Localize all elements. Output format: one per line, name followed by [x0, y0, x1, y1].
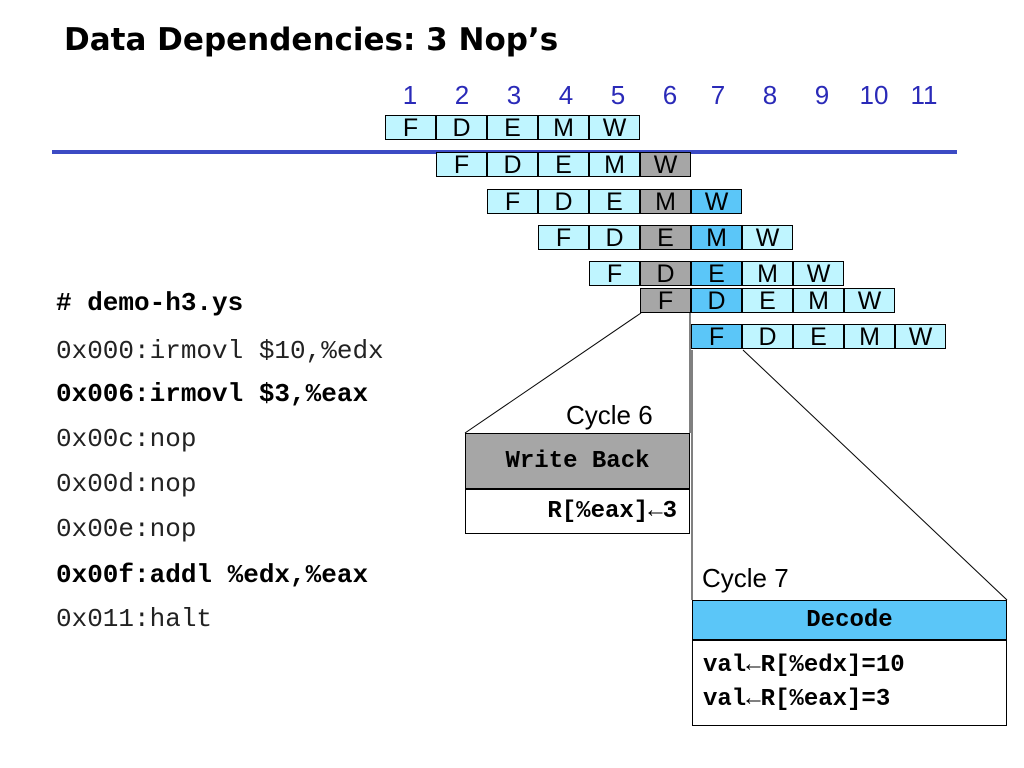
pipeline-stage-cell: W	[691, 189, 742, 215]
pipeline-stage-cell: M	[640, 189, 691, 215]
pipeline-stage-cell: F	[640, 288, 691, 314]
pipeline-stage-cell: F	[385, 115, 436, 141]
pipeline-stage-cell: F	[436, 152, 487, 178]
code-line: 0x006:irmovl $3,%eax	[56, 379, 369, 409]
pipeline-stage-cell: M	[742, 261, 793, 287]
pipeline-stage-cell: M	[589, 152, 640, 178]
cycle7-label: Cycle 7	[702, 563, 789, 593]
pipeline-stage-cell: F	[538, 225, 589, 251]
pipeline-stage-cell: D	[538, 189, 589, 215]
pipeline-stage-cell: E	[640, 225, 691, 251]
code-line: 0x00f:addl %edx,%eax	[56, 560, 369, 590]
code-line: 0x011:halt	[56, 604, 213, 634]
pipeline-stage-cell: D	[487, 152, 538, 178]
cycle6-stage-header: Write Back	[465, 433, 690, 489]
pipeline-stage-cell: D	[436, 115, 487, 141]
cycle6-stage-body: R[%eax]←3	[465, 489, 690, 534]
code-line: 0x00e:nop	[56, 514, 197, 544]
cycle-number: 6	[662, 80, 678, 110]
cycle6-label: Cycle 6	[566, 400, 653, 430]
cycle-number: 11	[910, 80, 938, 110]
cycle-number: 2	[454, 80, 470, 110]
cycle7-body-line: val←R[%eax]=3	[703, 686, 891, 713]
pipeline-stage-cell: W	[640, 152, 691, 178]
cycle-number: 1	[402, 80, 418, 110]
pipeline-stage-cell: W	[895, 324, 946, 350]
pipeline-stage-cell: E	[487, 115, 538, 141]
pipeline-stage-cell: W	[844, 288, 895, 314]
pipeline-stage-cell: F	[589, 261, 640, 287]
pipeline-stage-cell: M	[538, 115, 589, 141]
pipeline-stage-cell: F	[487, 189, 538, 215]
cycle-number: 9	[814, 80, 830, 110]
pipeline-stage-cell: D	[640, 261, 691, 287]
pipeline-stage-cell: E	[742, 288, 793, 314]
cycle-number: 5	[610, 80, 626, 110]
cycle7-stage-header: Decode	[692, 600, 1007, 640]
cycle7-body-line: val←R[%edx]=10	[703, 652, 905, 679]
cycle-number: 4	[558, 80, 574, 110]
code-line: 0x00d:nop	[56, 469, 197, 499]
pipeline-stage-cell: E	[538, 152, 589, 178]
cycle-number: 8	[762, 80, 778, 110]
pipeline-stage-cell: D	[742, 324, 793, 350]
cycle7-stage-body: val←R[%edx]=10 val←R[%eax]=3	[692, 640, 1007, 726]
pipeline-stage-cell: M	[793, 288, 844, 314]
cycle-number: 3	[506, 80, 522, 110]
pipeline-stage-cell: M	[691, 225, 742, 251]
pipeline-stage-cell: W	[742, 225, 793, 251]
pipeline-stage-cell: E	[691, 261, 742, 287]
code-line: 0x000:irmovl $10,%edx	[56, 336, 384, 366]
pipeline-stage-cell: E	[793, 324, 844, 350]
pipeline-stage-cell: W	[793, 261, 844, 287]
code-line: 0x00c:nop	[56, 424, 197, 454]
cycle-number: 7	[710, 80, 726, 110]
pipeline-stage-cell: D	[589, 225, 640, 251]
pipeline-stage-cell: D	[691, 288, 742, 314]
page-title: Data Dependencies: 3 Nop’s	[64, 22, 559, 58]
pipeline-stage-cell: W	[589, 115, 640, 141]
pipeline-stage-cell: E	[589, 189, 640, 215]
code-filename: # demo-h3.ys	[56, 288, 244, 318]
pipeline-stage-cell: F	[691, 324, 742, 350]
pipeline-stage-cell: M	[844, 324, 895, 350]
cycle-number: 10	[859, 80, 889, 110]
